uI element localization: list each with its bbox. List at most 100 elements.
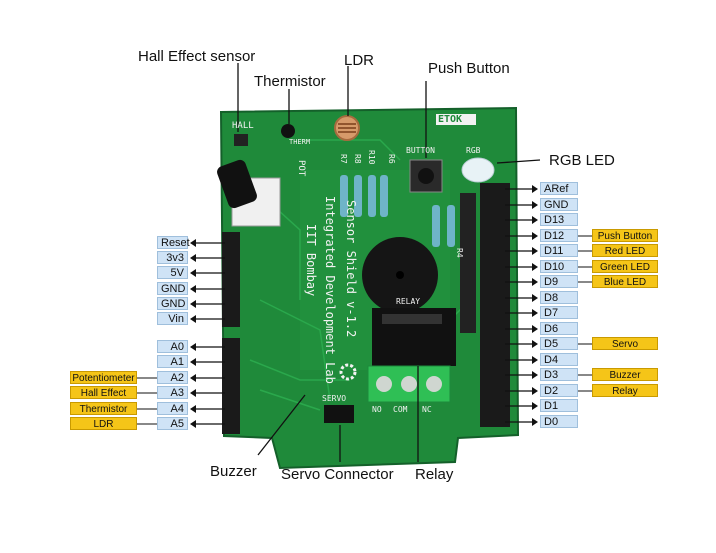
right-pin-d1: D1 xyxy=(540,399,578,412)
right-pin-d6: D6 xyxy=(540,322,578,335)
potentiometer-knob xyxy=(217,159,257,209)
left-pin-gnd: GND xyxy=(157,282,188,295)
left-pin-arrow xyxy=(190,420,196,428)
right-pin-d2: D2 xyxy=(540,384,578,397)
callout-push-button: Push Button xyxy=(428,60,510,77)
right-pin-d4: D4 xyxy=(540,353,578,366)
right-pin-arrow xyxy=(532,294,538,302)
hall-sensor-part xyxy=(234,134,248,146)
silk-relay: RELAY xyxy=(396,297,421,306)
right-function-d10: Green LED xyxy=(592,260,658,273)
right-pin-d12: D12 xyxy=(540,229,578,242)
right-pin-d0: D0 xyxy=(540,415,578,428)
left-pin-arrow xyxy=(190,374,196,382)
silk-nc: NC xyxy=(422,405,432,414)
ldr-trace xyxy=(338,123,356,133)
right-pin-d10: D10 xyxy=(540,260,578,273)
thermistor-part xyxy=(281,124,295,138)
silk-rgb: RGB xyxy=(466,146,481,155)
left-function-a2: Potentiometer xyxy=(70,371,137,384)
left-pin-arrow xyxy=(190,389,196,397)
right-function-d2: Relay xyxy=(592,384,658,397)
left-pin-arrow xyxy=(190,405,196,413)
callout-rgb-led: RGB LED xyxy=(549,152,615,169)
right-pin-arrow xyxy=(532,216,538,224)
left-function-a5: LDR xyxy=(70,417,137,430)
right-pin-d13: D13 xyxy=(540,213,578,226)
left-pin-a3: A3 xyxy=(157,386,188,399)
right-header xyxy=(480,183,510,427)
left-pin-5v: 5V xyxy=(157,266,188,279)
right-pin-arrow xyxy=(532,340,538,348)
right-pin-arrow xyxy=(532,387,538,395)
left-pin-arrow xyxy=(190,343,196,351)
callout-thermistor: Thermistor xyxy=(254,73,326,90)
silk-r10: R10 xyxy=(367,150,376,165)
right-pin-arrow xyxy=(532,371,538,379)
callout-relay: Relay xyxy=(415,466,454,483)
left-pin-arrow xyxy=(190,254,196,262)
silk-r8: R8 xyxy=(353,154,362,164)
left-pin-a0: A0 xyxy=(157,340,188,353)
gear-icon xyxy=(339,363,357,381)
right-function-d5: Servo xyxy=(592,337,658,350)
left-header-analog xyxy=(222,338,240,434)
rgb-led-part xyxy=(461,157,495,183)
left-function-a4: Thermistor xyxy=(70,402,137,415)
right-pin-d3: D3 xyxy=(540,368,578,381)
left-pin-a4: A4 xyxy=(157,402,188,415)
right-header-inner xyxy=(460,193,476,333)
callout-buzzer: Buzzer xyxy=(210,463,257,480)
right-pin-arrow xyxy=(532,325,538,333)
left-pin-arrow xyxy=(190,239,196,247)
silk-r4: R4 xyxy=(455,248,464,258)
left-pin-a2: A2 xyxy=(157,371,188,384)
right-pin-arrow xyxy=(532,201,538,209)
left-pin-reset: Reset xyxy=(157,236,190,249)
right-pin-arrow xyxy=(532,185,538,193)
callout-ldr: LDR xyxy=(344,52,375,69)
terminal-screw-2 xyxy=(401,376,417,392)
push-button-cap xyxy=(418,168,434,184)
right-pin-arrow xyxy=(532,247,538,255)
silk-r6: R6 xyxy=(387,154,396,164)
right-pin-d5: D5 xyxy=(540,337,578,350)
logo-etok: ETOK xyxy=(436,114,477,125)
right-pin-aref: ARef xyxy=(540,182,578,195)
left-pin-arrow xyxy=(190,315,196,323)
right-pin-arrow xyxy=(532,402,538,410)
left-pin-gnd: GND xyxy=(157,297,188,310)
left-pin-arrow xyxy=(190,300,196,308)
right-function-d12: Push Button xyxy=(592,229,658,242)
right-pin-arrow xyxy=(532,232,538,240)
board-title-line3: IIT Bombay xyxy=(304,224,318,297)
right-pin-d11: D11 xyxy=(540,244,578,257)
right-function-d9: Blue LED xyxy=(592,275,658,288)
board-title-line1: Sensor Shield v-1.2 xyxy=(344,200,358,338)
servo-connector-part xyxy=(324,405,354,423)
right-pin-arrow xyxy=(532,278,538,286)
silk-servo: SERVO xyxy=(322,394,347,403)
callout-lines xyxy=(237,63,541,462)
callout-servo-connector: Servo Connector xyxy=(281,466,394,483)
right-pin-d8: D8 xyxy=(540,291,578,304)
right-pin-gnd: GND xyxy=(540,198,578,211)
relay-label-plate xyxy=(382,314,442,324)
right-function-d3: Buzzer xyxy=(592,368,658,381)
right-pin-arrow xyxy=(532,356,538,364)
left-pin-a5: A5 xyxy=(157,417,188,430)
left-pin-arrow xyxy=(190,285,196,293)
right-function-d11: Red LED xyxy=(592,244,658,257)
right-pin-arrow xyxy=(532,418,538,426)
terminal-screw-3 xyxy=(426,376,442,392)
left-pin-3v3: 3v3 xyxy=(157,251,188,264)
right-pin-arrow xyxy=(532,309,538,317)
silk-r7: R7 xyxy=(339,154,348,164)
buzzer-hole xyxy=(396,271,404,279)
left-pin-arrow xyxy=(190,269,196,277)
silk-no: NO xyxy=(372,405,382,414)
silk-pot: POT xyxy=(296,160,306,177)
left-header-power xyxy=(222,232,240,327)
silk-hall: HALL xyxy=(232,121,254,131)
